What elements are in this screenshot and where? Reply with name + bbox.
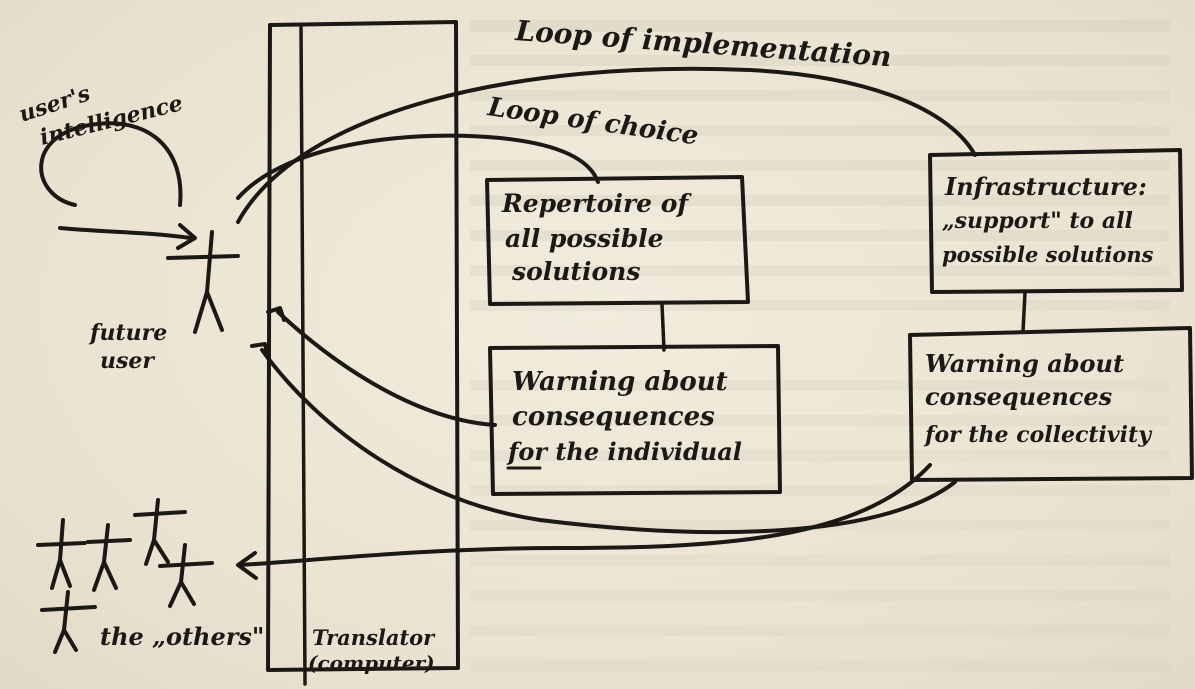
individual-arrowhead — [266, 306, 286, 322]
repertoire-box — [485, 175, 750, 306]
warning-collectivity-line2: consequences — [925, 382, 1113, 411]
intelligence-arrowhead — [176, 223, 197, 250]
translator-label-line1: Translator — [312, 625, 436, 650]
others-label: the „others" — [100, 622, 264, 651]
translator-column — [266, 20, 460, 672]
translator-label-line2: (computer) — [308, 651, 435, 675]
warning-individual-line1: Warning about — [512, 367, 728, 397]
infrastructure-line3: possible solutions — [942, 242, 1154, 267]
others-figures — [36, 498, 214, 654]
warning-individual-line3: for the individual — [506, 437, 742, 466]
warning-individual-line2: consequences — [512, 402, 715, 432]
future-user-label-line2: user — [100, 348, 155, 374]
future-user-label-line1: future — [88, 320, 167, 346]
repertoire-connector — [660, 302, 666, 352]
collectivity-arrowhead-others — [236, 551, 258, 580]
collectivity-arrowhead-user — [250, 342, 270, 360]
warning-collectivity-line1: Warning about — [925, 349, 1124, 378]
collectivity-arrow-to-others — [238, 463, 932, 567]
warning-individual-box — [488, 344, 782, 496]
implementation-loop-curve — [236, 66, 977, 224]
choice-loop-curve — [236, 133, 600, 200]
warning-collectivity-box — [908, 326, 1194, 482]
intelligence-arrow — [58, 226, 192, 240]
infrastructure-line2: „support" to all — [942, 208, 1133, 234]
repertoire-line1: Repertoire of — [501, 189, 692, 218]
background-show-through — [470, 20, 1170, 671]
infrastructure-box — [928, 148, 1184, 294]
repertoire-line3: solutions — [511, 257, 640, 286]
intelligence-loop — [39, 121, 183, 207]
translator-inner-line — [299, 24, 307, 686]
infrastructure-connector — [1021, 290, 1027, 334]
future-user-figure — [166, 230, 240, 334]
individual-arrow — [276, 310, 497, 427]
repertoire-line2: all possible — [505, 224, 664, 253]
collectivity-arrow-to-user — [260, 348, 957, 535]
infrastructure-line1: Infrastructure: — [944, 172, 1147, 201]
warning-collectivity-line3: for the collectivity — [923, 422, 1153, 448]
